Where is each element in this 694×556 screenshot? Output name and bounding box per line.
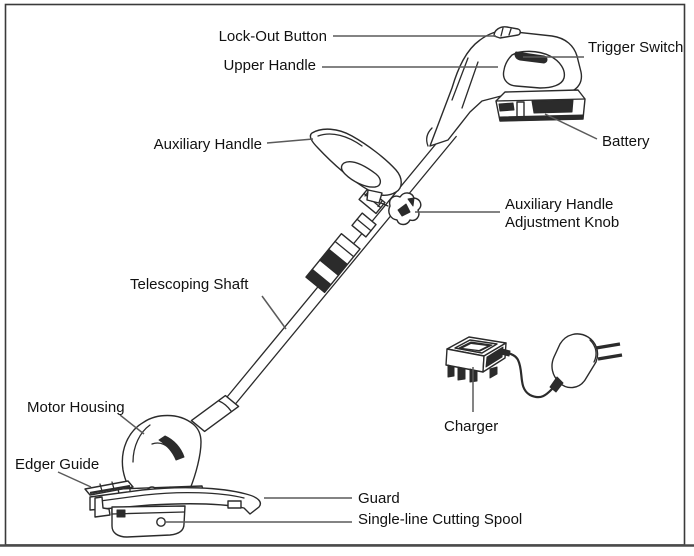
label-cutting-spool: Single-line Cutting Spool [358, 511, 522, 528]
label-lock-out-button: Lock-Out Button [219, 28, 327, 45]
auxiliary-handle-drawing [309, 128, 402, 204]
edger-guide-drawing [84, 480, 134, 496]
battery-drawing [495, 89, 586, 122]
leader-battery [544, 113, 598, 140]
label-charger: Charger [444, 418, 498, 435]
charger-drawing [445, 333, 623, 399]
leader-edger-guide [57, 471, 92, 488]
shaft-connector-drawing [305, 212, 377, 293]
trimmer-illustration [84, 26, 623, 538]
upper-handle-drawing [426, 26, 583, 147]
guard-drawing [89, 486, 262, 518]
part-labels: Lock-Out Button Upper Handle Trigger Swi… [15, 28, 683, 528]
label-guard: Guard [358, 490, 400, 507]
label-motor-housing: Motor Housing [27, 399, 125, 416]
label-auxiliary-handle: Auxiliary Handle [154, 136, 262, 153]
label-adjustment-knob-line2: Adjustment Knob [505, 214, 619, 231]
charger-cable-drawing [504, 350, 554, 399]
leader-motor-housing [119, 414, 145, 435]
plug-prong [595, 342, 621, 350]
leader-lines [57, 35, 598, 523]
leader-auxiliary-handle [266, 138, 314, 144]
label-adjustment-knob-line1: Auxiliary Handle [505, 196, 613, 213]
leader-telescoping-shaft [261, 295, 287, 330]
adjustment-knob-drawing [380, 192, 422, 226]
label-battery: Battery [602, 133, 650, 150]
cutting-spool-drawing [111, 505, 186, 538]
label-upper-handle: Upper Handle [223, 57, 316, 74]
label-trigger-switch: Trigger Switch [588, 39, 683, 56]
plug-prong [597, 353, 623, 361]
label-telescoping-shaft: Telescoping Shaft [130, 276, 249, 293]
shaft-sleeve-drawing [190, 394, 240, 433]
figure-border [4, 3, 686, 546]
wall-adapter-drawing [549, 333, 623, 393]
label-edger-guide: Edger Guide [15, 456, 99, 473]
lock-out-button-drawing [493, 26, 521, 39]
